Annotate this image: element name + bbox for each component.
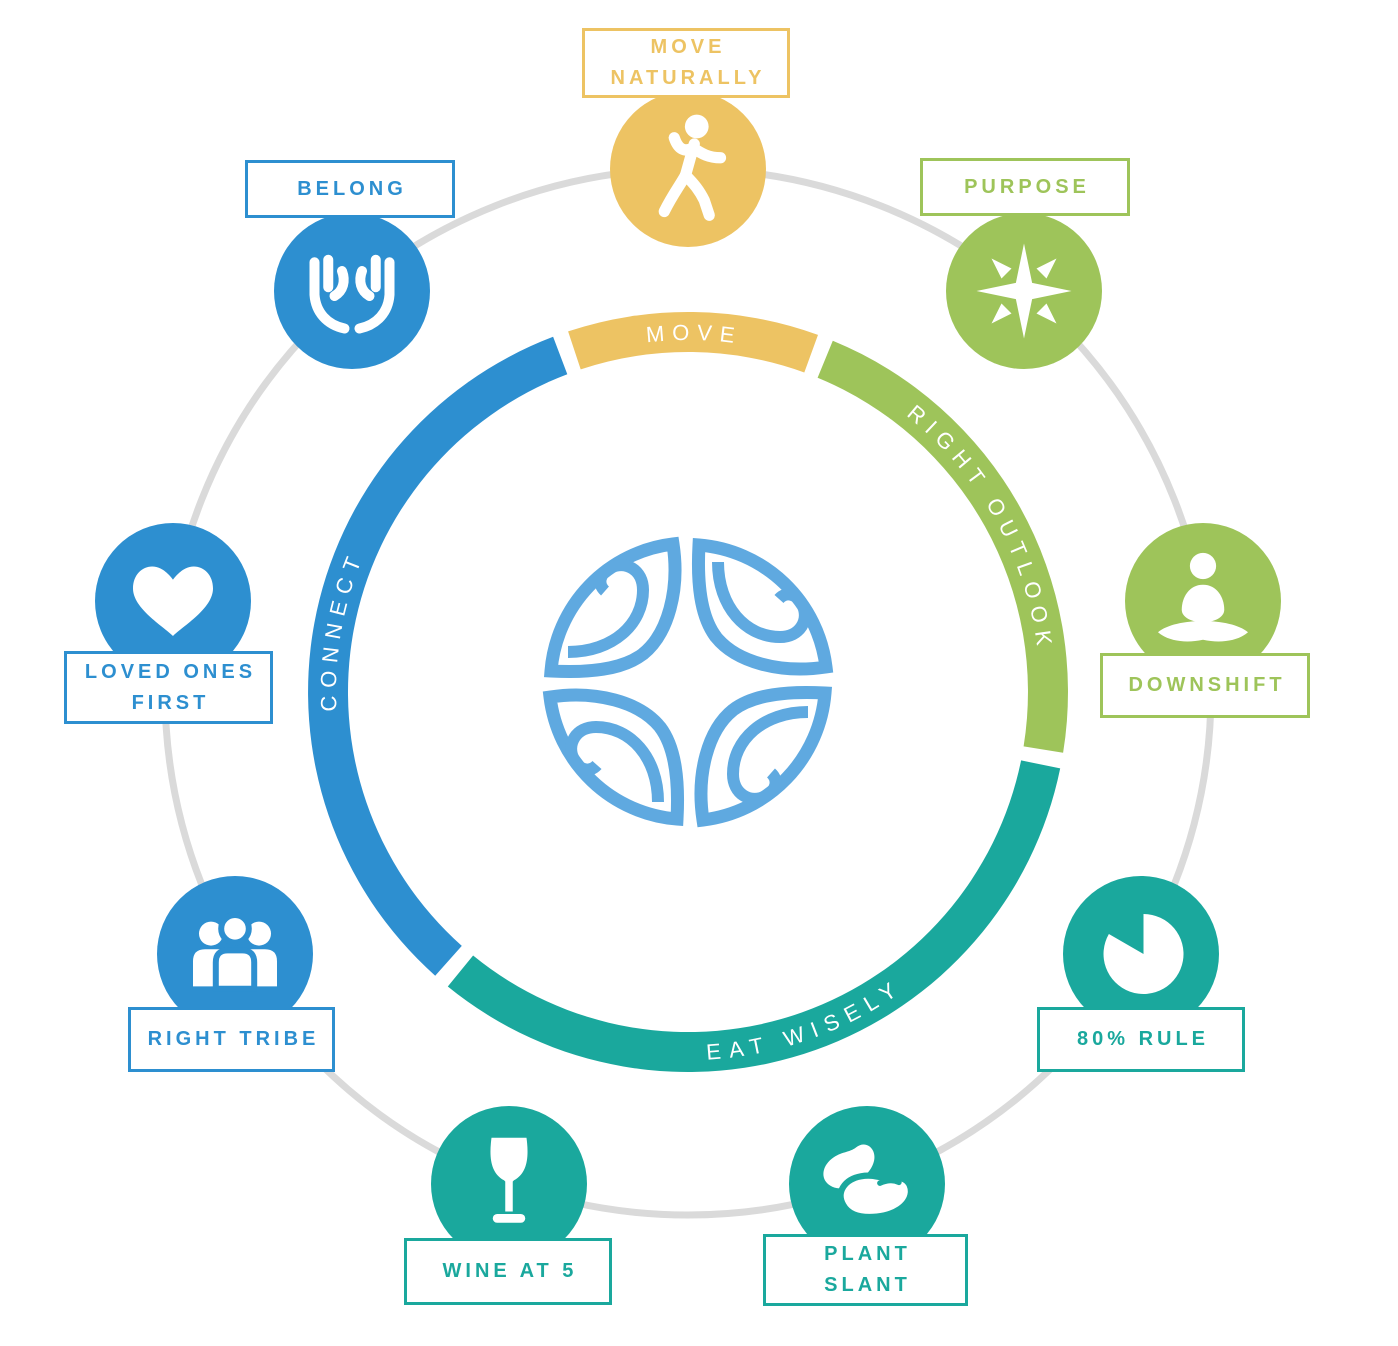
label-plant-slant: PLANT SLANT: [763, 1234, 968, 1306]
right-tribe-badge: [157, 876, 313, 1032]
label-move-naturally: MOVE NATURALLY: [582, 28, 790, 98]
label-loved-ones-first: LOVED ONES FIRST: [64, 651, 273, 724]
label-downshift: DOWNSHIFT: [1100, 653, 1310, 718]
meditating-person-icon: [1158, 552, 1248, 642]
label-wine-at-5: WINE AT 5: [404, 1238, 612, 1305]
ring-label-move: MOVE: [645, 319, 744, 348]
label-belong: BELONG: [245, 160, 455, 218]
beans-icon: [823, 1144, 914, 1221]
label-80-percent-rule: 80% RULE: [1037, 1007, 1245, 1072]
wine-glass-icon: [490, 1137, 528, 1223]
ring-label-right-outlook: RIGHT OUTLOOK: [903, 400, 1059, 655]
loved-ones-first-badge: [95, 523, 251, 679]
ring-segment-eat-wisely: [447, 760, 1061, 1073]
belong-badge: [274, 213, 430, 369]
cupped-hands-icon: [309, 254, 395, 334]
compass-star-icon: [976, 243, 1072, 339]
people-group-icon: [193, 911, 277, 992]
heart-icon: [133, 566, 213, 636]
blue-zones-leaf-emblem-icon: [542, 536, 834, 828]
plant-slant-badge: [789, 1106, 945, 1262]
label-purpose: PURPOSE: [920, 158, 1130, 216]
purpose-badge: [946, 213, 1102, 369]
label-right-tribe: RIGHT TRIBE: [128, 1007, 335, 1072]
ring-segment-move: [568, 311, 818, 373]
pie-chart-icon: [1103, 914, 1184, 994]
ring-segment-connect: [308, 336, 568, 976]
walking-person-icon: [658, 114, 727, 221]
ring-segment-right-outlook: [817, 340, 1068, 753]
eighty-percent-rule-badge: [1063, 876, 1219, 1032]
belong-circle: [274, 213, 430, 369]
downshift-badge: [1125, 523, 1281, 679]
move-naturally-badge: [610, 91, 766, 247]
wine-at-5-badge: [431, 1106, 587, 1262]
